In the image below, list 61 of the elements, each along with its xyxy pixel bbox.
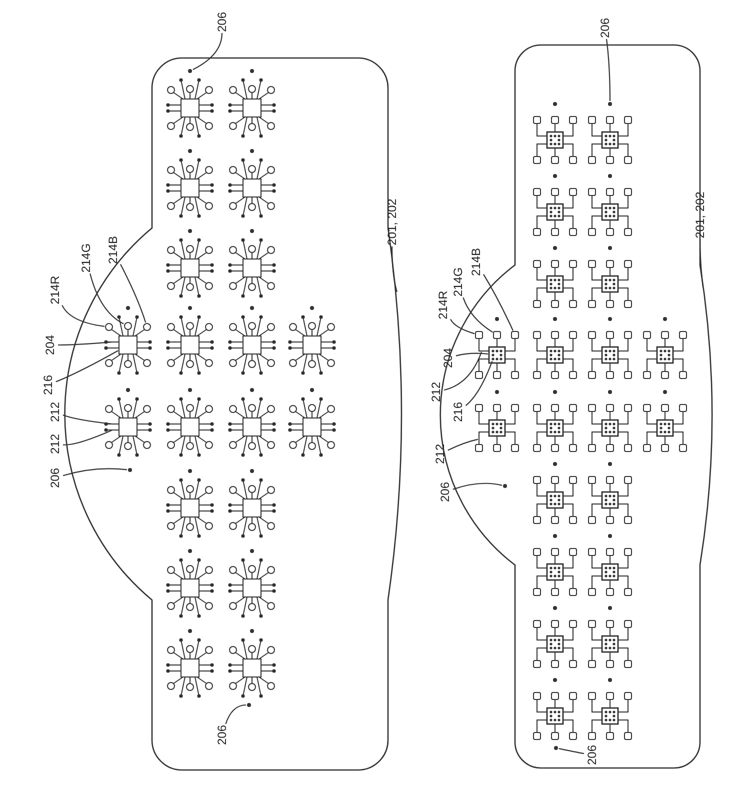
leader-line <box>90 273 124 324</box>
contact-pad <box>124 322 132 330</box>
reference-numeral: 212 <box>48 402 62 422</box>
reference-numeral: 212 <box>433 444 447 464</box>
leader-line <box>62 430 112 446</box>
reference-numeral: 206 <box>215 12 229 32</box>
reference-numeral: 212 <box>429 382 443 402</box>
leader-line <box>391 246 398 292</box>
reference-numeral: 201, 202 <box>693 192 707 238</box>
contact-dot <box>188 69 192 73</box>
leader-line <box>558 748 584 754</box>
reference-numeral: 214G <box>79 243 93 273</box>
leader-line <box>452 482 502 490</box>
leader-line <box>62 468 128 476</box>
reference-numeral: 214B <box>469 248 483 276</box>
leader-line <box>606 38 611 101</box>
reference-numeral: 214R <box>436 290 450 320</box>
leader-line <box>56 350 118 382</box>
leader-line <box>120 264 146 323</box>
leader-line <box>450 319 475 334</box>
contact-dot <box>247 703 251 707</box>
contact-dot <box>503 484 507 488</box>
reference-numeral: 201, 202 <box>385 198 399 246</box>
leader-line <box>465 361 493 406</box>
led-chip <box>118 336 138 354</box>
lead-wire <box>478 432 490 444</box>
reference-numeral: 206 <box>438 482 452 502</box>
leader-line <box>58 342 112 346</box>
contact-pad <box>475 331 483 339</box>
leader-line <box>456 352 488 356</box>
reference-numeral: 214G <box>451 267 465 297</box>
reference-numeral: 206 <box>598 18 612 38</box>
reference-numeral: 214R <box>48 276 62 304</box>
contact-dot <box>492 358 494 360</box>
leader-line <box>225 704 246 724</box>
contact-pad <box>511 331 519 339</box>
reference-numeral: 204 <box>441 348 455 368</box>
reference-numeral: 214B <box>106 236 120 264</box>
reference-numeral: 204 <box>43 334 57 356</box>
reference-numeral: 206 <box>585 744 599 766</box>
reference-numeral: 212 <box>48 434 62 454</box>
contact-pad <box>143 323 151 331</box>
leader-line <box>444 352 482 391</box>
lead-wire <box>478 338 490 352</box>
contact-dot <box>128 468 132 472</box>
contact-dot <box>554 746 558 750</box>
reference-numeral: 206 <box>215 724 229 746</box>
contact-dot <box>608 102 612 106</box>
leader-line <box>483 274 514 331</box>
contact-pad <box>105 323 113 331</box>
led-chip <box>488 346 506 364</box>
leader-line <box>462 297 493 333</box>
leader-line <box>699 239 704 288</box>
leader-line <box>62 414 112 424</box>
leader-line <box>192 32 223 70</box>
leader-line <box>448 438 478 451</box>
reference-numeral: 206 <box>48 468 62 488</box>
reference-numeral: 216 <box>451 402 465 422</box>
contact-pad <box>493 331 501 339</box>
reference-numeral: 216 <box>41 374 55 396</box>
leader-line <box>62 304 105 327</box>
